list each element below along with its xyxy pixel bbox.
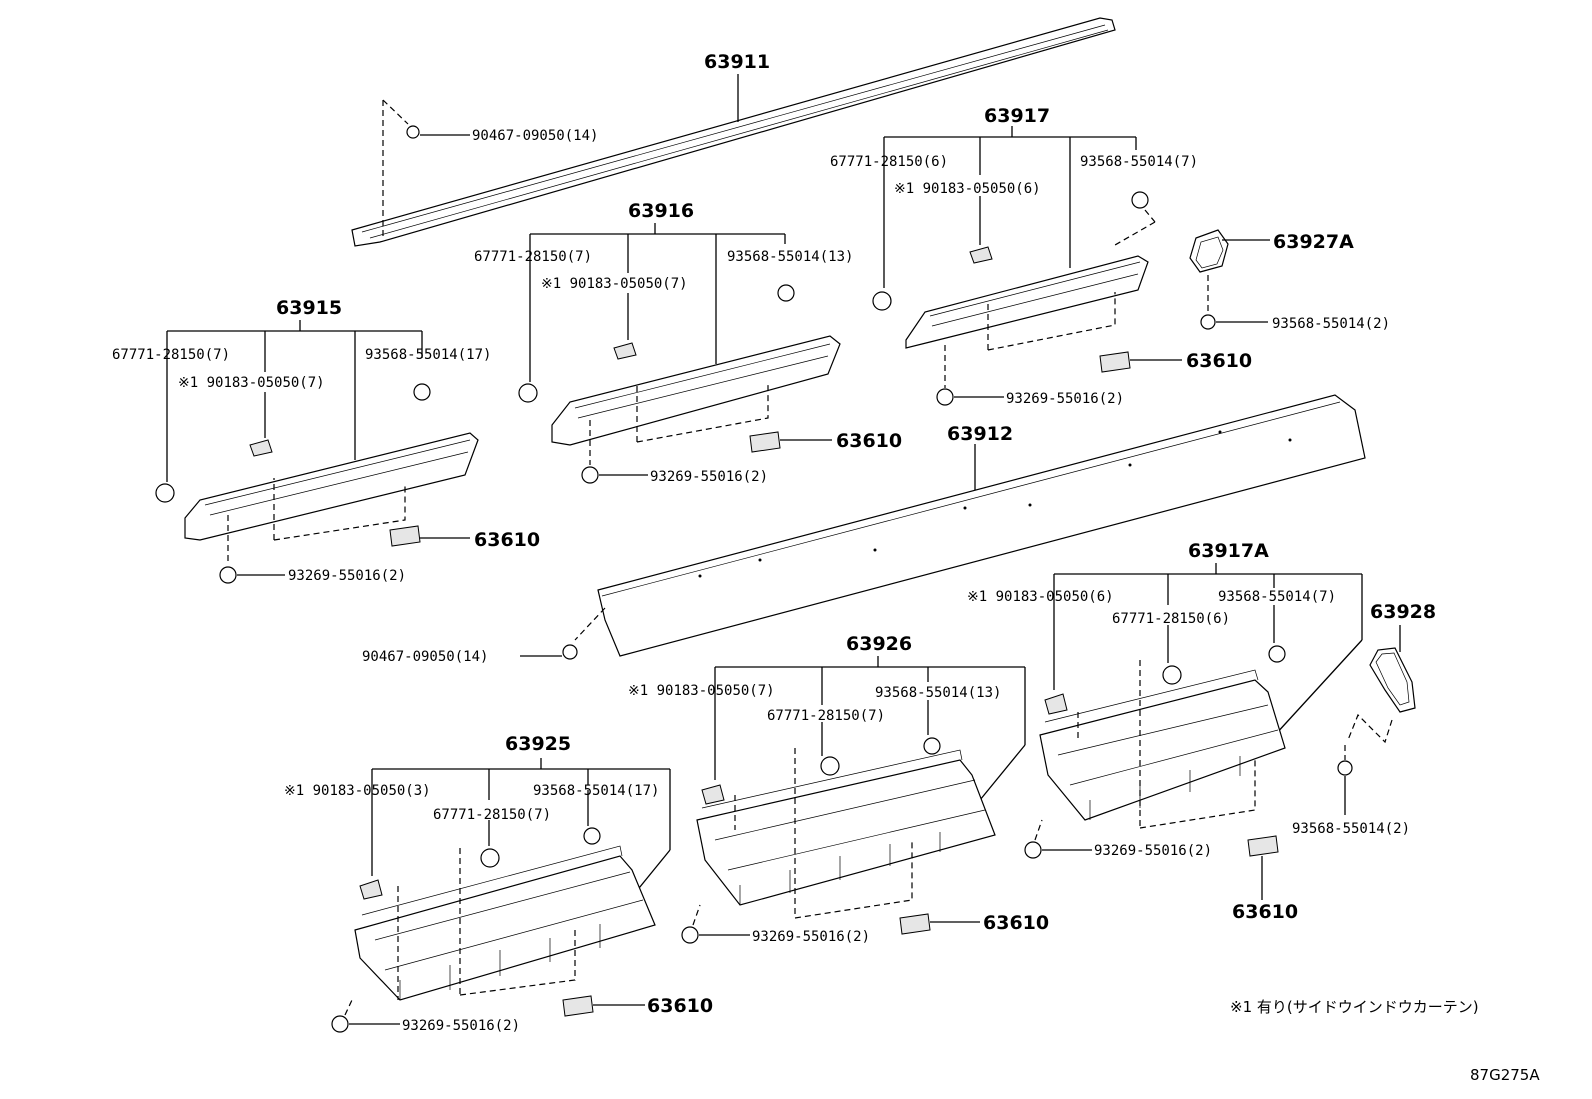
label-63926-bolt: 93269-55016(2) bbox=[752, 929, 870, 945]
label-63916: 63916 bbox=[628, 200, 694, 222]
label-63926-nut: ※1 90183-05050(7) bbox=[628, 683, 775, 699]
figure-id: 87G275A bbox=[1470, 1066, 1540, 1084]
label-63917-bolt: 93269-55016(2) bbox=[1006, 391, 1124, 407]
label-63916-clip: 67771-28150(7) bbox=[474, 249, 592, 265]
label-63928-screw: 93568-55014(2) bbox=[1292, 821, 1410, 837]
cap-63927A bbox=[1189, 229, 1270, 330]
label-63917A-nut: ※1 90183-05050(6) bbox=[967, 589, 1114, 605]
label-63917-nut: ※1 90183-05050(6) bbox=[894, 181, 1041, 197]
label-63925: 63925 bbox=[505, 733, 571, 755]
label-63915-bracket: 63610 bbox=[474, 529, 540, 551]
step-panel-63917A bbox=[1024, 563, 1363, 900]
moulding-63911 bbox=[351, 17, 1116, 247]
label-63916-bolt: 93269-55016(2) bbox=[650, 469, 768, 485]
label-63917A: 63917A bbox=[1188, 540, 1269, 562]
label-63926: 63926 bbox=[846, 633, 912, 655]
label-63911-clip: 90467-09050(14) bbox=[472, 128, 598, 144]
label-63917A-clip: 67771-28150(6) bbox=[1112, 611, 1230, 627]
label-63917: 63917 bbox=[984, 105, 1050, 127]
label-63925-bolt: 93269-55016(2) bbox=[402, 1018, 520, 1034]
label-63917-bracket: 63610 bbox=[1186, 350, 1252, 372]
label-63912: 63912 bbox=[947, 423, 1013, 445]
label-63925-screw: 93568-55014(17) bbox=[533, 783, 659, 799]
step-panel-63925 bbox=[331, 758, 671, 1033]
label-63917-clip: 67771-28150(6) bbox=[830, 154, 948, 170]
label-63927A-screw: 93568-55014(2) bbox=[1272, 316, 1390, 332]
label-63911: 63911 bbox=[704, 51, 770, 73]
label-63917A-bracket: 63610 bbox=[1232, 901, 1298, 923]
label-63925-nut: ※1 90183-05050(3) bbox=[284, 783, 431, 799]
garnish-63915 bbox=[155, 320, 479, 584]
label-63916-bracket: 63610 bbox=[836, 430, 902, 452]
cap-63928 bbox=[1337, 625, 1416, 815]
label-63915-clip: 67771-28150(7) bbox=[112, 347, 230, 363]
moulding-63912 bbox=[520, 394, 1366, 660]
label-63926-screw: 93568-55014(13) bbox=[875, 685, 1001, 701]
label-63927A: 63927A bbox=[1273, 231, 1354, 253]
label-63916-screw: 93568-55014(13) bbox=[727, 249, 853, 265]
step-panel-63926 bbox=[681, 656, 1026, 944]
label-63917A-screw: 93568-55014(7) bbox=[1218, 589, 1336, 605]
label-63925-bracket: 63610 bbox=[647, 995, 713, 1017]
label-63915-nut: ※1 90183-05050(7) bbox=[178, 375, 325, 391]
label-63917A-bolt: 93269-55016(2) bbox=[1094, 843, 1212, 859]
label-63925-clip: 67771-28150(7) bbox=[433, 807, 551, 823]
label-63917-screw: 93568-55014(7) bbox=[1080, 154, 1198, 170]
label-63915-bolt: 93269-55016(2) bbox=[288, 568, 406, 584]
label-63915: 63915 bbox=[276, 297, 342, 319]
label-63915-screw: 93568-55014(17) bbox=[365, 347, 491, 363]
label-63916-nut: ※1 90183-05050(7) bbox=[541, 276, 688, 292]
label-63926-clip: 67771-28150(7) bbox=[767, 708, 885, 724]
label-63928: 63928 bbox=[1370, 601, 1436, 623]
label-63926-bracket: 63610 bbox=[983, 912, 1049, 934]
garnish-63916 bbox=[518, 223, 841, 484]
garnish-63917 bbox=[872, 126, 1182, 406]
footnote: ※1 有り(サイドウインドウカーテン) bbox=[1230, 998, 1479, 1016]
label-63912-clip: 90467-09050(14) bbox=[362, 649, 488, 665]
